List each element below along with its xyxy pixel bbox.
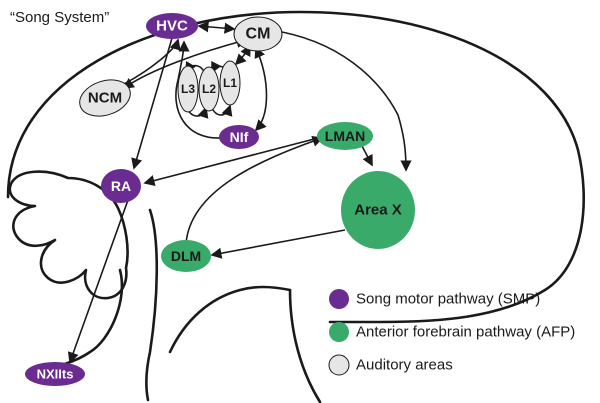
skull-inner-line	[168, 285, 292, 354]
node-cm-shape	[233, 16, 283, 52]
node-ra-shape	[101, 169, 141, 203]
node-nxllts[interactable]: NXIIts	[25, 362, 85, 386]
node-l1[interactable]: L1	[219, 60, 241, 106]
node-areax-shape	[341, 171, 415, 249]
node-ra[interactable]: RA	[101, 169, 141, 203]
legend-item-afp: Anterior forebrain pathway (AFP)	[329, 322, 575, 342]
legend-item-auditory: Auditory areas	[328, 354, 453, 376]
node-nxllts-label: NXIIts	[37, 367, 74, 382]
cerebellum-folds	[8, 170, 129, 300]
node-hvc-shape	[146, 13, 198, 39]
diagram-title: “Song System”	[10, 9, 109, 26]
arrow-lman-areax	[361, 145, 373, 167]
node-lman[interactable]: LMAN	[317, 122, 373, 150]
node-hvc-label: HVC	[156, 18, 188, 35]
arrow-hvc-cm	[197, 21, 236, 34]
node-cm-label: CM	[246, 26, 271, 43]
bird-head-outline	[6, 10, 586, 403]
legend-label-smp: Song motor pathway (SMP)	[356, 291, 540, 308]
node-l2-shape	[198, 66, 220, 112]
node-l3[interactable]: L3	[177, 65, 199, 113]
legend-label-afp: Anterior forebrain pathway (AFP)	[356, 324, 575, 341]
brainstem-right	[144, 208, 159, 402]
node-lman-shape	[317, 122, 373, 150]
node-nif-shape	[219, 125, 259, 149]
node-l2[interactable]: L2	[198, 66, 220, 112]
node-areax-label: Area X	[354, 202, 402, 219]
legend-swatch-smp	[329, 289, 349, 309]
node-lman-label: LMAN	[325, 128, 365, 144]
legend-swatch-auditory	[328, 354, 350, 376]
arrow-cm-areax	[269, 29, 412, 172]
node-ncm-shape	[79, 79, 131, 117]
node-hvc[interactable]: HVC	[146, 13, 198, 39]
nodes: HVC CM NCM L3 L2 L1 NIf LMAN	[25, 13, 415, 386]
legend-item-smp: Song motor pathway (SMP)	[329, 289, 540, 309]
arrow-areax-dlm	[210, 229, 346, 259]
arrow-cm-nif	[254, 46, 268, 132]
arrow-dlm-lman	[185, 135, 324, 245]
node-nif-label: NIf	[230, 129, 249, 145]
arrow-lman-ra	[143, 137, 319, 187]
legend-label-auditory: Auditory areas	[356, 357, 453, 374]
node-l1-label: L1	[223, 76, 237, 90]
node-nxllts-shape	[25, 362, 85, 386]
brainstem-left	[28, 268, 124, 374]
node-dlm-label: DLM	[171, 248, 201, 264]
node-nif[interactable]: NIf	[219, 125, 259, 149]
node-l3-label: L3	[181, 82, 195, 96]
node-ncm-label: NCM	[88, 90, 122, 107]
node-dlm-shape	[161, 240, 211, 272]
arrow-cm-ncm	[122, 36, 248, 89]
arrow-ra-nxllts	[67, 199, 129, 364]
node-l2-label: L2	[202, 82, 216, 96]
node-ncm[interactable]: NCM	[75, 74, 135, 122]
node-areax[interactable]: Area X	[341, 171, 415, 249]
node-l3-shape	[177, 65, 199, 113]
legend-swatch-afp	[329, 322, 349, 342]
arrow-ncm-hvc	[123, 38, 181, 85]
node-cm[interactable]: CM	[233, 16, 283, 52]
node-l1-shape	[219, 60, 241, 106]
node-ra-label: RA	[111, 178, 131, 194]
node-dlm[interactable]: DLM	[161, 240, 211, 272]
neck-line	[288, 288, 322, 403]
skull-outline	[6, 10, 586, 324]
arrow-hvc-ra	[131, 37, 173, 170]
legend: Song motor pathway (SMP) Anterior forebr…	[328, 289, 575, 376]
arrow-nif-hvc	[175, 40, 223, 139]
